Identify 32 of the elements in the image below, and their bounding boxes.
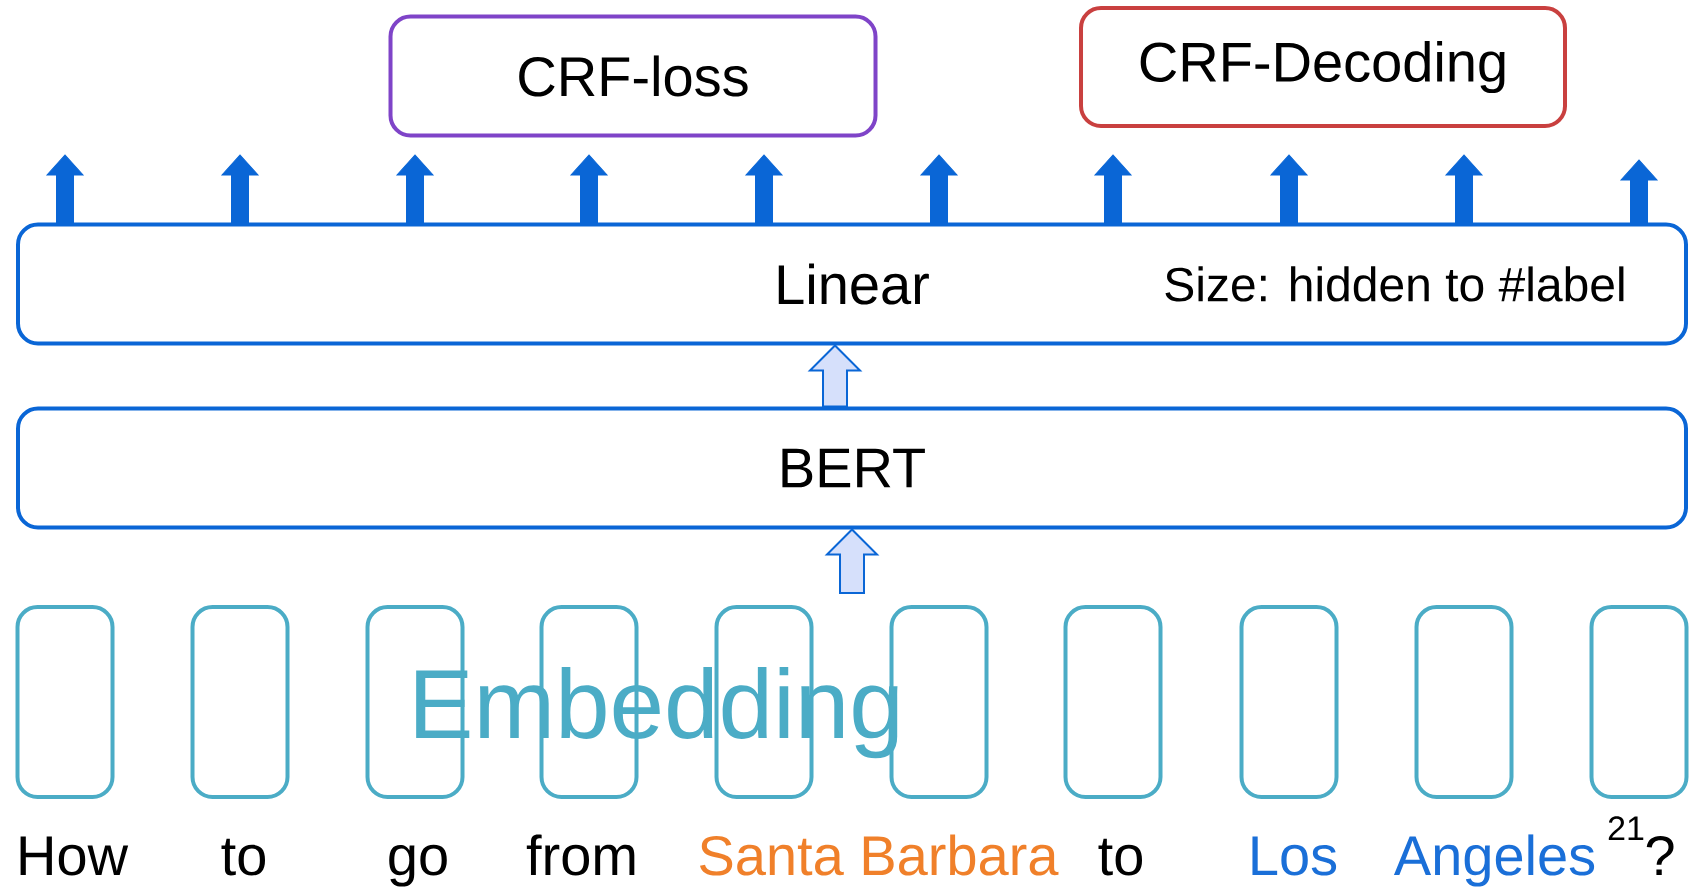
- embedding-box: [1589, 605, 1689, 799]
- word: How: [20, 836, 129, 876]
- word: to: [221, 838, 265, 876]
- word: go: [389, 844, 447, 887]
- arrow: [1445, 154, 1483, 223]
- decoding-box: CRF-Decoding: [1079, 6, 1567, 128]
- word: ?: [1646, 835, 1674, 875]
- embedding-box: [190, 605, 290, 799]
- word: from: [526, 834, 635, 876]
- hollow-arrow: [824, 528, 880, 594]
- entity-word: Angeles: [1393, 834, 1595, 887]
- arrow: [1620, 159, 1658, 223]
- arrow: [1270, 154, 1308, 223]
- hollow-arrow: [807, 344, 863, 408]
- layer-box: Linear Size: hidden to #label: [16, 222, 1688, 346]
- arrow: [396, 154, 434, 223]
- page-number: 21: [1608, 816, 1644, 840]
- embedding-box: [1063, 605, 1163, 799]
- word: to: [1098, 838, 1142, 876]
- layer-box: BERT: [16, 406, 1688, 530]
- arrow: [1094, 154, 1132, 223]
- arrow: [221, 154, 259, 223]
- arrow: [745, 154, 783, 223]
- loss-box: CRF-loss: [388, 14, 878, 138]
- arrow: [46, 154, 84, 223]
- entity-word: Los: [1252, 836, 1337, 876]
- embedding-box: [1414, 605, 1514, 799]
- entity-word: Santa Barbara: [700, 834, 1059, 876]
- embedding-box: [15, 605, 115, 799]
- arrow: [570, 154, 608, 223]
- arrow: [920, 154, 958, 223]
- embedding-box: [1239, 605, 1339, 799]
